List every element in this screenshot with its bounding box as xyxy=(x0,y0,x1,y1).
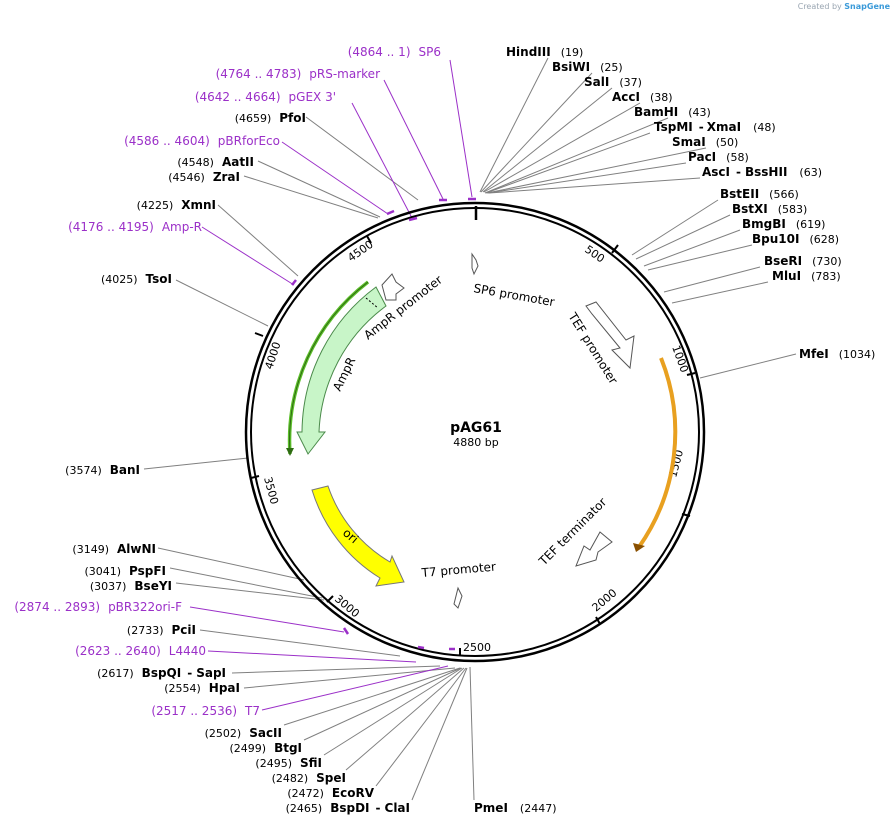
label-pbr322ori-primer: (2874 .. 2893)pBR322ori-F xyxy=(14,600,182,614)
label-pmei: PmeI(2447) xyxy=(474,801,556,815)
label-tsoi: (4025)TsoI xyxy=(101,272,172,286)
label-bpu10i: Bpu10I(628) xyxy=(752,232,839,246)
label-xmni: (4225)XmnI xyxy=(137,198,216,212)
tick-500: 500 xyxy=(582,243,607,266)
orange-arc-head xyxy=(633,543,645,552)
label-hpai: (2554)HpaI xyxy=(164,681,240,695)
green-arc-outline xyxy=(289,281,369,455)
label-btgi: (2499)BtgI xyxy=(229,741,302,755)
label-pfoi: (4659)PfoI xyxy=(235,111,306,125)
sp6-promoter-arrow xyxy=(471,252,479,276)
label-bspqi-sapi: (2617)BspQI-SapI xyxy=(97,666,226,680)
ampr-promoter-arrow xyxy=(381,273,405,301)
backbone-outer xyxy=(244,201,706,663)
ori-arrow xyxy=(311,485,405,587)
tick-marks xyxy=(250,235,696,656)
tef-promoter-arrow xyxy=(585,301,635,370)
label-pgex3-primer: (4642 .. 4664)pGEX 3' xyxy=(195,90,336,104)
label-bsiwi: BsiWI(25) xyxy=(552,60,623,74)
label-sp6-primer: (4864 .. 1)SP6 xyxy=(348,45,441,59)
label-hindiii: HindIII(19) xyxy=(506,45,583,59)
ampr-arrow xyxy=(296,286,387,455)
label-ecorv: (2472)EcoRV xyxy=(287,786,374,800)
plasmid-name: pAG61 xyxy=(450,420,502,436)
label-tspmi-xmai: TspMI-XmaI(48) xyxy=(654,120,776,134)
tick-labels: 500 1000 1500 2000 2500 3000 3500 4000 4… xyxy=(261,238,691,654)
label-bani: (3574)BanI xyxy=(65,463,140,477)
label-bseyi: (3037)BseYI xyxy=(90,579,172,593)
label-spei: (2482)SpeI xyxy=(272,771,346,785)
label-pspfi: (3041)PspFI xyxy=(84,564,166,578)
tef-promoter-label: TEF promoter xyxy=(565,309,621,386)
primer-marks xyxy=(291,197,476,651)
created-by-text: Created by xyxy=(797,2,842,11)
label-mlui: MluI(783) xyxy=(772,269,841,283)
label-acci: AccI(38) xyxy=(612,90,673,104)
label-smai: SmaI(50) xyxy=(672,135,738,149)
label-bstxi: BstXI(583) xyxy=(732,202,807,216)
label-l4440-primer: (2623 .. 2640)L4440 xyxy=(75,644,206,658)
label-ampr-primer: (4176 .. 4195)Amp-R xyxy=(68,220,202,234)
branding: Created by SnapGene xyxy=(798,2,890,11)
tick-4000: 4000 xyxy=(262,340,283,371)
label-pbrforeco-primer: (4586 .. 4604)pBRforEco xyxy=(124,134,280,148)
snapgene-logo: SnapGene xyxy=(844,2,890,11)
label-paci: PacI(58) xyxy=(688,150,749,164)
label-asci-bsshii: AscI-BssHII(63) xyxy=(702,165,822,179)
label-t7-primer: (2517 .. 2536)T7 xyxy=(151,704,260,718)
tef-terminator-label: TEF terminator xyxy=(536,495,610,569)
orange-arc-feature xyxy=(637,357,678,549)
label-prsmarker-primer: (4764 .. 4783)pRS-marker xyxy=(216,67,380,81)
label-bspdi-clai: (2465)BspDI-ClaI xyxy=(286,801,410,815)
plasmid-length: 4880 bp xyxy=(453,436,498,449)
green-arc-head xyxy=(286,448,294,456)
primer-lines xyxy=(189,59,473,711)
label-alwni: (3149)AlwNI xyxy=(72,542,156,556)
label-sali: SalI(37) xyxy=(584,75,642,89)
tick-3500: 3500 xyxy=(261,475,281,505)
label-sfii: (2495)SfiI xyxy=(255,756,322,770)
t7-promoter-label: T7 promoter xyxy=(420,560,496,581)
connector-lines xyxy=(143,57,797,801)
label-bmgbi: BmgBI(619) xyxy=(742,217,825,231)
label-bamhi: BamHI(43) xyxy=(634,105,711,119)
t7-promoter-arrow xyxy=(453,586,463,609)
label-aatii: (4548)AatII xyxy=(177,155,254,169)
label-zrai: (4546)ZraI xyxy=(168,170,240,184)
tick-2000: 2000 xyxy=(590,586,620,614)
label-bsteii: BstEII(566) xyxy=(720,187,799,201)
label-bseri: BseRI(730) xyxy=(764,254,842,268)
label-sacii: (2502)SacII xyxy=(205,726,282,740)
tick-2500: 2500 xyxy=(463,641,491,654)
label-pcii: (2733)PciI xyxy=(127,623,196,637)
ampr-dashed-divider xyxy=(365,297,379,309)
tef-terminator-arrow xyxy=(575,531,613,567)
sp6-promoter-label: SP6 promoter xyxy=(472,281,555,309)
label-mfei: MfeI(1034) xyxy=(799,347,875,361)
